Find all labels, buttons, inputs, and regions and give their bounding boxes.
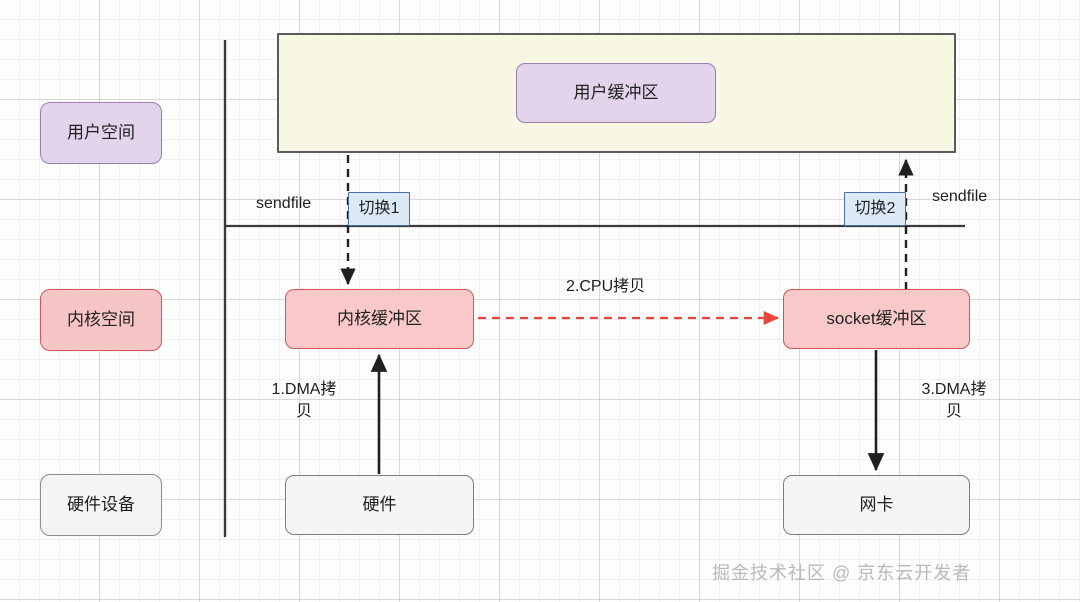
lane-label-hardware-device: 硬件设备	[40, 474, 162, 536]
switch-box-2: 切换2	[844, 192, 906, 226]
node-kernel-buffer: 内核缓冲区	[285, 289, 474, 349]
label-cpu-copy: 2.CPU拷贝	[566, 278, 646, 295]
node-socket-buffer: socket缓冲区	[783, 289, 970, 349]
lane-label-user-space: 用户空间	[40, 102, 162, 164]
switch-box-1: 切换1	[348, 192, 410, 226]
lane-label-kernel-space: 内核空间	[40, 289, 162, 351]
label-sendfile-right: sendfile	[932, 188, 988, 205]
label-dma-copy-3: 3.DMA拷 贝	[921, 381, 987, 420]
node-hardware: 硬件	[285, 475, 474, 535]
node-user-buffer: 用户缓冲区	[516, 63, 716, 123]
node-network-card: 网卡	[783, 475, 970, 535]
label-dma-copy-1: 1.DMA拷 贝	[271, 381, 337, 420]
label-sendfile-left: sendfile	[256, 195, 312, 212]
watermark: 掘金技术社区 @ 京东云开发者	[712, 563, 972, 583]
